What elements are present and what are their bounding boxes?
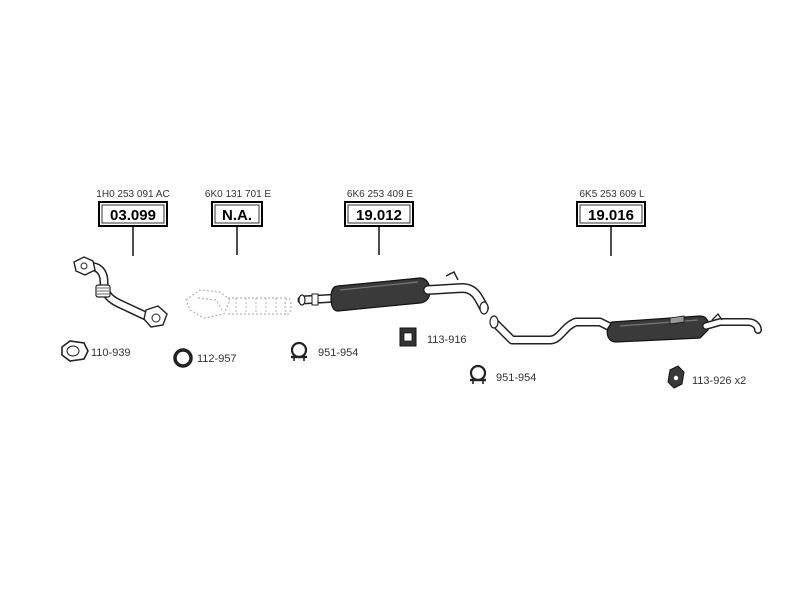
accessory-label: 110-939: [91, 347, 131, 359]
accessory-label: 112-957: [197, 353, 237, 365]
accessory-label: 113-926 x2: [692, 375, 746, 387]
part-number: 19.012: [356, 207, 402, 224]
pipe-clamp-icon: [469, 364, 487, 384]
rubber-hanger-icon: [667, 365, 685, 389]
part-front-pipe[interactable]: 1H0 253 091 AC 03.099: [73, 189, 170, 328]
part-number: 19.016: [588, 207, 634, 224]
accessory-flange-gasket[interactable]: 110-939: [61, 340, 131, 362]
part-catalytic-converter[interactable]: 6K0 131 701 E N.A.: [185, 189, 292, 319]
accessory-label: 951-954: [318, 347, 358, 359]
accessory-rubber-mount[interactable]: 113-916: [399, 327, 467, 347]
accessory-sealing-ring[interactable]: 112-957: [173, 348, 237, 368]
pipe-clamp-icon: [290, 341, 308, 361]
front-pipe-drawing: [73, 256, 168, 328]
accessory-rubber-hanger[interactable]: 113-926 x2: [667, 365, 746, 389]
accessory-pipe-clamp[interactable]: 951-954: [469, 364, 536, 384]
flange-gasket-icon: [61, 340, 89, 362]
part-number: 03.099: [110, 207, 156, 224]
rubber-mount-icon: [399, 327, 417, 347]
part-middle-silencer[interactable]: 6K6 253 409 E 19.012: [297, 189, 489, 315]
accessory-label: 113-916: [427, 334, 467, 346]
oem-number: 6K0 131 701 E: [205, 189, 271, 200]
oem-number: 1H0 253 091 AC: [96, 189, 169, 200]
part-number: N.A.: [222, 207, 252, 224]
accessory-label: 951-954: [496, 372, 536, 384]
oem-number: 6K5 253 609 L: [579, 189, 644, 200]
part-number-box: [576, 201, 646, 227]
oem-number: 6K6 253 409 E: [347, 189, 413, 200]
sealing-ring-icon: [173, 348, 193, 368]
part-rear-silencer[interactable]: 6K5 253 609 L 19.016: [489, 189, 762, 345]
catalytic-converter-drawing: [185, 289, 292, 319]
rear-silencer-drawing: [489, 312, 762, 345]
accessory-pipe-clamp[interactable]: 951-954: [290, 341, 358, 361]
middle-silencer-drawing: [297, 271, 489, 315]
